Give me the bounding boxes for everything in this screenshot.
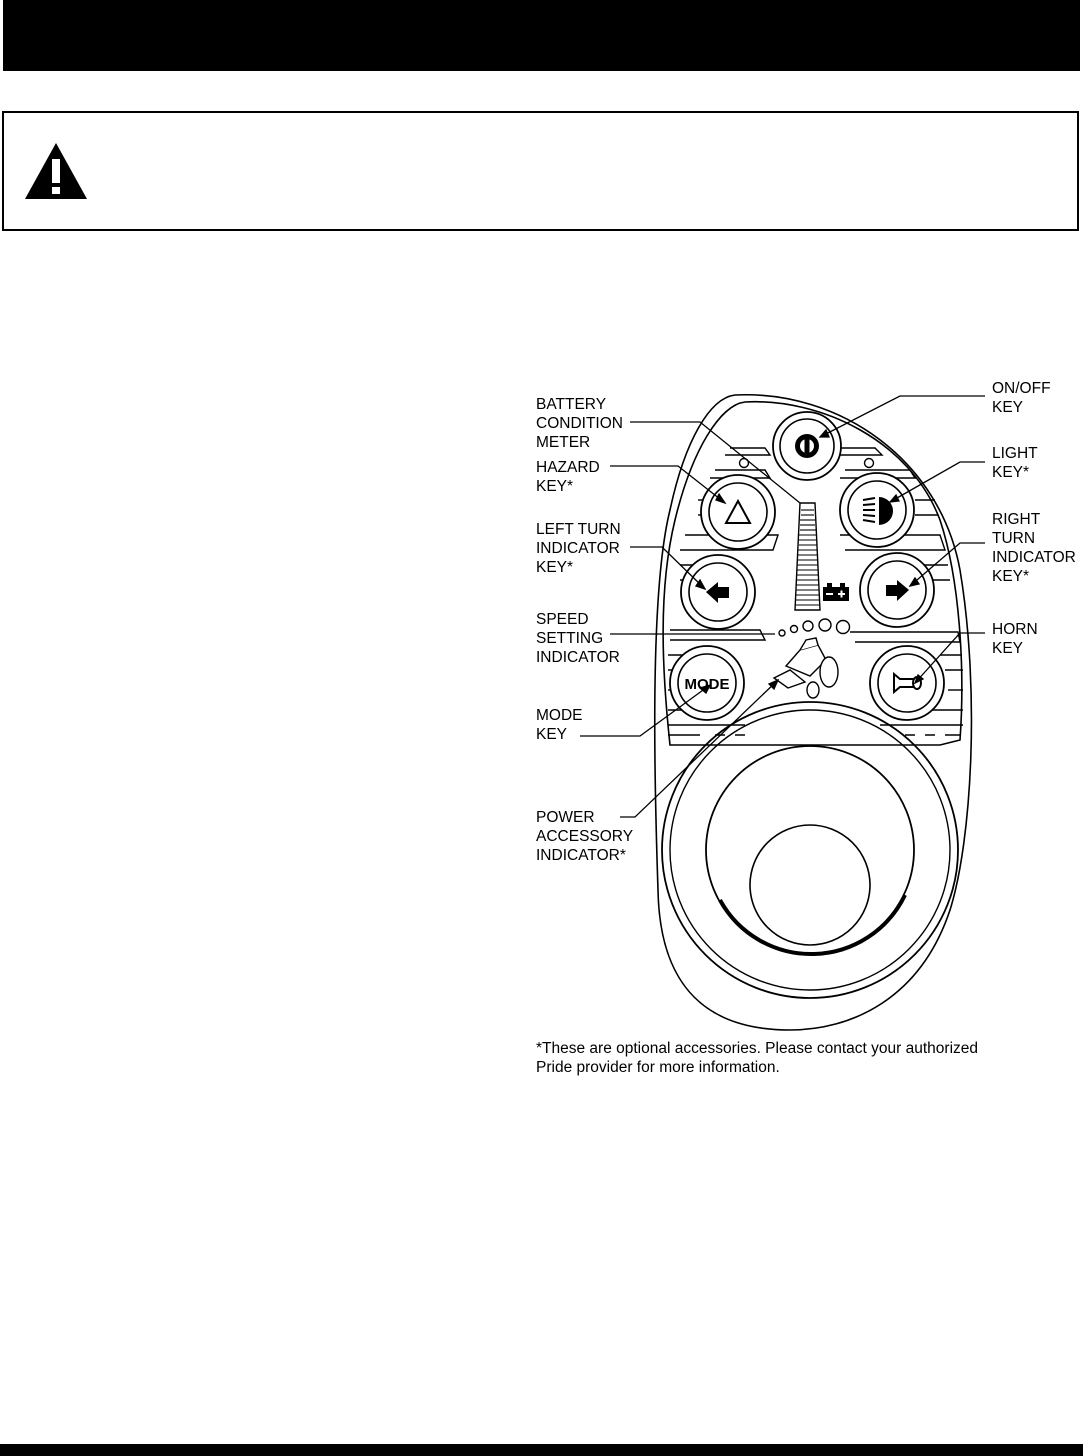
left-turn-indicator-key bbox=[680, 554, 756, 630]
label-battery-condition-meter: BATTERY CONDITION METER bbox=[536, 396, 623, 451]
label-on-off-key: ON/OFF KEY bbox=[992, 380, 1051, 416]
joystick bbox=[661, 701, 959, 999]
label-speed-setting-indicator: SPEED SETTING INDICATOR bbox=[536, 611, 620, 666]
mode-key: MODE bbox=[669, 645, 745, 721]
arrow-left-icon bbox=[706, 582, 729, 603]
footnote: *These are optional accessories. Please … bbox=[536, 1040, 978, 1076]
label-right-turn-indicator-key: RIGHT TURN INDICATOR KEY* bbox=[992, 511, 1076, 585]
light-led bbox=[863, 457, 875, 469]
hazard-triangle-icon bbox=[724, 498, 752, 524]
arrow-right-icon bbox=[886, 580, 909, 601]
right-turn-indicator-key bbox=[859, 552, 935, 628]
battery-condition-meter bbox=[794, 502, 849, 611]
label-light-key: LIGHT KEY* bbox=[992, 445, 1038, 481]
power-accessory-icon bbox=[772, 637, 839, 699]
leader-lines bbox=[580, 395, 985, 818]
label-hazard-key: HAZARD KEY* bbox=[536, 459, 600, 495]
headlight-icon bbox=[862, 497, 893, 525]
horn-icon bbox=[893, 671, 922, 695]
hazard-key bbox=[700, 474, 776, 550]
controller-outer-shell bbox=[653, 394, 973, 1031]
speed-setting-indicator bbox=[778, 618, 851, 637]
label-horn-key: HORN KEY bbox=[992, 621, 1038, 657]
label-power-accessory-indicator: POWER ACCESSORY INDICATOR* bbox=[536, 809, 634, 864]
warning-triangle-icon bbox=[25, 143, 87, 199]
horn-key bbox=[869, 645, 945, 721]
mode-key-text: MODE bbox=[685, 676, 730, 693]
footer-bar bbox=[0, 1444, 1083, 1456]
battery-icon bbox=[823, 583, 849, 601]
header-bar bbox=[3, 0, 1080, 71]
light-key bbox=[839, 472, 915, 548]
controller-diagram: MODE bbox=[580, 394, 985, 1031]
on-off-key bbox=[772, 411, 842, 481]
controller-panel bbox=[662, 400, 963, 746]
warning-box bbox=[2, 111, 1079, 231]
label-mode-key: MODE KEY bbox=[536, 707, 583, 743]
on-led bbox=[738, 457, 750, 469]
label-left-turn-indicator-key: LEFT TURN INDICATOR KEY* bbox=[536, 521, 621, 576]
power-icon bbox=[795, 434, 819, 458]
